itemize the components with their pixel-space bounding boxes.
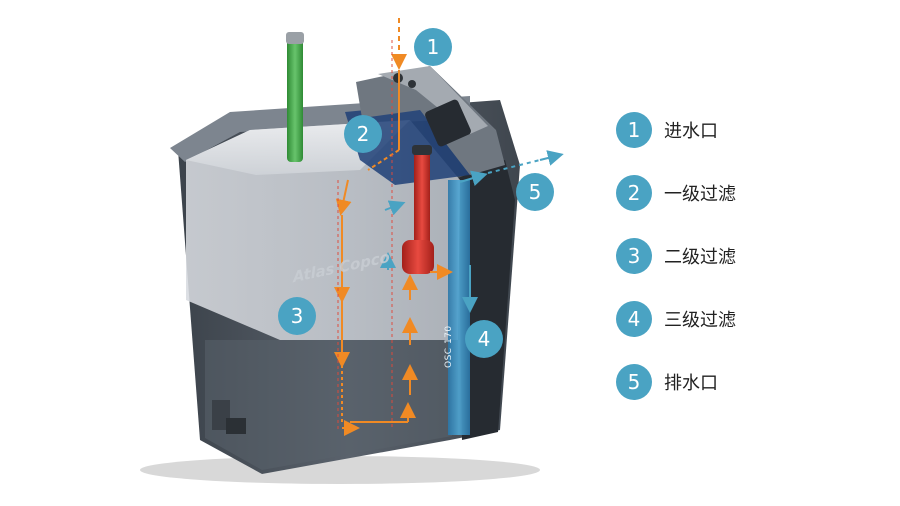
lower-body-shade (205, 340, 460, 470)
callout-4: 4 (465, 320, 503, 358)
inlet-pipe-cap (412, 145, 432, 155)
level-indicator-rod (287, 34, 303, 162)
legend-item-inlet: 1 进水口 (616, 110, 718, 150)
legend-number: 5 (616, 364, 652, 400)
floor-shadow (140, 456, 540, 484)
drain-valve (226, 418, 246, 434)
clean-water-flow-path (380, 150, 564, 313)
side-panel (458, 160, 515, 440)
foot-left (212, 400, 230, 430)
level-indicator-cap (286, 32, 304, 44)
final-filter-column (448, 180, 470, 435)
inlet-pipe (414, 150, 430, 250)
callout-1: 1 (414, 28, 452, 66)
legend-number: 2 (616, 175, 652, 211)
legend-item-stage-two: 3 二级过滤 (616, 236, 736, 276)
legend-number: 4 (616, 301, 652, 337)
model-label: OSC 170 (444, 325, 454, 368)
inlet-port-b (408, 80, 416, 88)
legend-number: 3 (616, 238, 652, 274)
legend-label: 进水口 (664, 121, 718, 142)
callout-3: 3 (278, 297, 316, 335)
inlet-diffuser (402, 240, 434, 274)
legend-number: 1 (616, 112, 652, 148)
callout-5: 5 (516, 173, 554, 211)
legend-item-outlet: 5 排水口 (616, 362, 718, 402)
legend-label: 一级过滤 (664, 184, 736, 205)
internal-flow-guides (337, 40, 393, 430)
display-screen (425, 99, 471, 147)
legend-label: 二级过滤 (664, 247, 736, 268)
callout-2: 2 (344, 115, 382, 153)
legend-item-stage-three: 4 三级过滤 (616, 299, 736, 339)
legend-item-stage-one: 2 一级过滤 (616, 173, 736, 213)
legend-label: 三级过滤 (664, 310, 736, 331)
legend-label: 排水口 (664, 373, 718, 394)
oily-water-flow-path (334, 18, 453, 436)
